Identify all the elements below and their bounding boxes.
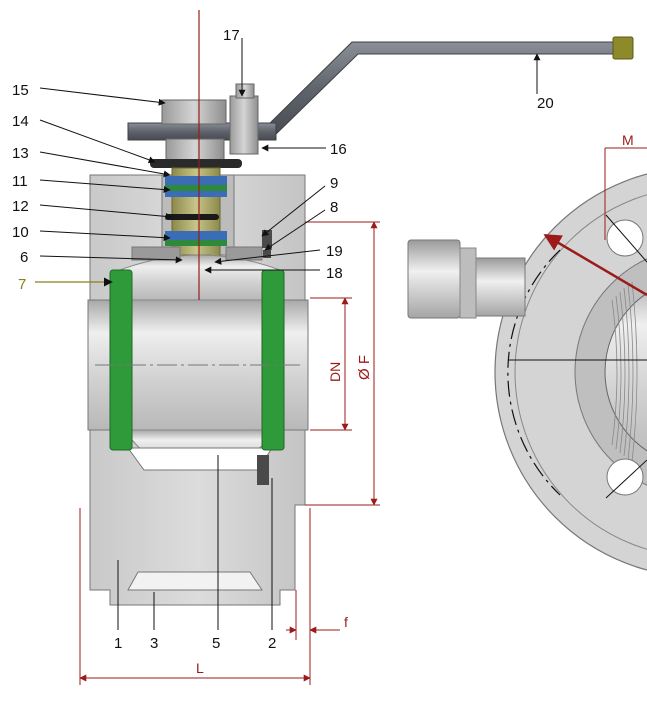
- callout-13: 13: [12, 145, 29, 162]
- callout-3: 3: [150, 635, 158, 652]
- leader-lines: [39, 38, 541, 630]
- callout-9: 9: [330, 175, 338, 192]
- dim-l: L: [196, 660, 204, 676]
- callout-18: 18: [326, 265, 343, 282]
- dim-dn: DN: [327, 362, 343, 382]
- callout-6: 6: [20, 249, 28, 266]
- callout-2: 2: [268, 635, 276, 652]
- flange-view: [494, 147, 647, 571]
- callout-12: 12: [12, 198, 29, 215]
- callout-8: 8: [330, 199, 338, 216]
- dim-phi-f: Ø F: [356, 355, 373, 380]
- callout-7: 7: [18, 276, 26, 293]
- dimension-lines: [79, 221, 380, 685]
- stem-nut-stack: [150, 83, 259, 168]
- dim-f: f: [344, 614, 348, 630]
- callout-1: 1: [114, 635, 122, 652]
- dim-m: M: [622, 132, 634, 148]
- callout-10: 10: [12, 224, 29, 241]
- callout-16: 16: [330, 141, 347, 158]
- seat-ring-left: [109, 269, 133, 451]
- callout-5: 5: [212, 635, 220, 652]
- belleville-washer: [150, 159, 242, 168]
- callout-14: 14: [12, 113, 29, 130]
- callout-15: 15: [12, 82, 29, 99]
- handle-lever: [127, 36, 634, 141]
- side-pipe-stub: [407, 239, 526, 319]
- callout-17: 17: [223, 27, 240, 44]
- handle-tip-grip: [612, 36, 634, 60]
- callout-11: 11: [12, 173, 28, 190]
- callout-20: 20: [537, 95, 554, 112]
- callout-19: 19: [326, 243, 343, 260]
- seat-ring-right: [261, 269, 285, 451]
